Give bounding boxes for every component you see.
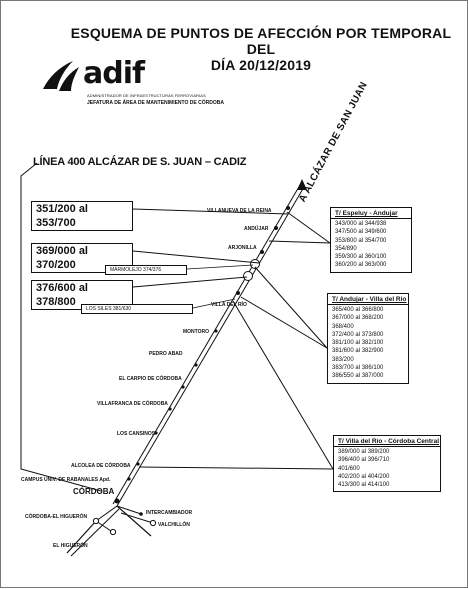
document-title: ESQUEMA DE PUNTOS DE AFECCIÓN POR TEMPOR… (61, 25, 461, 73)
adif-logo-icon (43, 61, 79, 91)
logo-subline-2: JEFATURA DE ÁREA DE MANTENIMIENTO DE CÓR… (87, 100, 224, 106)
leader-panel-1b (268, 240, 331, 244)
station-label: VILLAFRANCA DE CÓRDOBA (97, 401, 168, 407)
station-label: ALCOLEA DE CÓRDOBA (71, 463, 131, 469)
panel-heading: T/ Villa del Río - Córdoba Central (338, 438, 440, 445)
line-title: LÍNEA 400 ALCÁZAR DE S. JUAN – CADIZ (33, 156, 247, 168)
station-dot-valchillon (149, 519, 157, 527)
title-line-2: DÍA 20/12/2019 (210, 57, 312, 73)
station-label: VALCHILLÓN (158, 522, 190, 528)
station-label: ARJONILLA (228, 245, 257, 251)
station-label: ANDÚJAR (244, 226, 269, 232)
panel-espeluy-andujar: T/ Espeluy - Andujar 343/000 al 344/938 … (330, 207, 412, 273)
logo-subline-1: ADMINISTRADOR DE INFRAESTRUCTURAS FERROV… (87, 93, 206, 98)
main-track-line-2 (116, 186, 305, 507)
km-box-1: 351/200 al 353/700 (31, 201, 133, 231)
km-box-3: 376/600 al 378/800 (31, 280, 133, 310)
adif-logo-word: adif (83, 56, 145, 91)
branch-line-east (116, 505, 152, 537)
panel-row: 372/400 al 373/800 (332, 331, 384, 338)
panel-row: 386/550 al 387/000 (332, 373, 384, 380)
station-dot-el-carpio (181, 385, 185, 389)
leader-km-box-1 (132, 208, 289, 215)
panel-row: 381/100 al 382/100 (332, 340, 384, 347)
leader-panel-3b (232, 300, 334, 470)
station-dot-los-cansinos (154, 431, 158, 435)
affection-marker-2 (243, 271, 253, 281)
station-dot-pedro-abad (194, 363, 198, 367)
panel-list: 365/400 al 366/800 367/000 al 368/200 36… (328, 304, 408, 383)
station-dot-cordoba (114, 498, 120, 504)
station-label: CAMPUS UNIV. DE RABANALES Apd. (21, 477, 111, 483)
branch-line-valchillon (120, 512, 154, 524)
station-dot-arjonilla (260, 250, 264, 254)
main-track-line (112, 184, 301, 505)
leader-km-box-3 (132, 276, 248, 288)
panel-row: 413/300 al 414/100 (338, 482, 390, 489)
branch-line-west (95, 505, 118, 522)
station-dot-montoro (214, 329, 218, 333)
los-siles-box: LOS SILES 381/630 (81, 304, 193, 314)
leader-panel-2 (254, 266, 328, 349)
panel-row: 347/500 al 349/600 (335, 229, 387, 236)
panel-list: 343/000 al 344/938 347/500 al 349/600 35… (331, 218, 411, 272)
branch-line-intercambiador (116, 505, 142, 515)
leader-panel-3 (138, 466, 334, 470)
marmolejo-box: MÁRMOLEJO 374/376 (105, 265, 187, 275)
panel-row: 343/000 al 344/938 (335, 221, 387, 227)
panel-row: 402/200 al 404/200 (338, 473, 390, 480)
station-label: PEDRO ABAD (149, 351, 183, 357)
station-label: EL HIGUERÓN (53, 543, 88, 549)
title-line-1: ESQUEMA DE PUNTOS DE AFECCIÓN POR TEMPOR… (70, 25, 452, 57)
station-label: VILLA DEL RÍO (211, 302, 247, 308)
panel-row: 354/890 (335, 245, 357, 252)
leader-los-siles (192, 298, 236, 309)
leader-marmolejo (186, 264, 254, 270)
panel-heading: T/ Espeluy - Andujar (335, 210, 398, 217)
panel-row: 396/400 al 396/710 (338, 457, 390, 464)
panel-list: 389/000 al 389/200 396/400 al 396/710 40… (334, 446, 440, 491)
station-label: CÓRDOBA-EL HIGUERÓN (25, 514, 88, 520)
affection-marker-1 (250, 259, 260, 269)
station-label: MONTORO (183, 329, 210, 335)
leader-panel-2b (240, 296, 328, 349)
station-label: EL CARPIO DE CÓRDOBA (119, 376, 182, 382)
panel-row: 367/000 al 368/200 (332, 315, 384, 322)
panel-row: 381/600 al 382/900 (332, 348, 384, 355)
branch-line-southwest-2 (70, 508, 120, 557)
panel-row: 383/700 al 386/100 (332, 365, 384, 372)
station-dot-higueron (109, 528, 117, 536)
station-label: LOS CANSINOS (117, 431, 156, 437)
panel-row: 365/400 al 366/800 (332, 307, 384, 313)
station-dot-intercambiador (139, 512, 143, 516)
panel-row: 353/800 al 354/700 (335, 237, 387, 244)
panel-andujar-villa-del-rio: T/ Andujar - Villa del Rio 365/400 al 36… (327, 293, 409, 384)
panel-row: 368/400 (332, 323, 354, 330)
station-label: INTERCAMBIADOR (146, 510, 193, 516)
panel-row: 383/200 (332, 356, 354, 363)
panel-villa-del-rio-cordoba: T/ Villa del Río - Córdoba Central 389/0… (333, 435, 441, 493)
panel-heading: T/ Andujar - Villa del Rio (332, 296, 407, 303)
panel-row: 359/300 al 360/100 (335, 254, 387, 261)
station-dot-villa-del-rio (236, 291, 240, 295)
station-dot-alcolea (136, 462, 140, 466)
station-dot-andujar (274, 226, 278, 230)
leader-panel-1 (286, 211, 331, 244)
station-label-cordoba: CÓRDOBA (73, 487, 115, 496)
left-bracket-line (20, 162, 102, 492)
branch-line-southwest (66, 520, 97, 554)
station-dot-villanueva (286, 206, 290, 210)
leader-km-box-2 (132, 250, 260, 264)
panel-row: 389/000 al 389/200 (338, 449, 390, 455)
station-dot-campus (127, 477, 131, 481)
station-dot-el-higueron-junction (92, 517, 100, 525)
station-dot-villafranca (168, 407, 172, 411)
panel-row: 401/600 (338, 465, 360, 472)
station-label: VILLANUEVA DE LA REINA (207, 208, 272, 214)
direction-arrow (297, 179, 307, 190)
panel-row: 360/200 al 363/000 (335, 262, 387, 269)
